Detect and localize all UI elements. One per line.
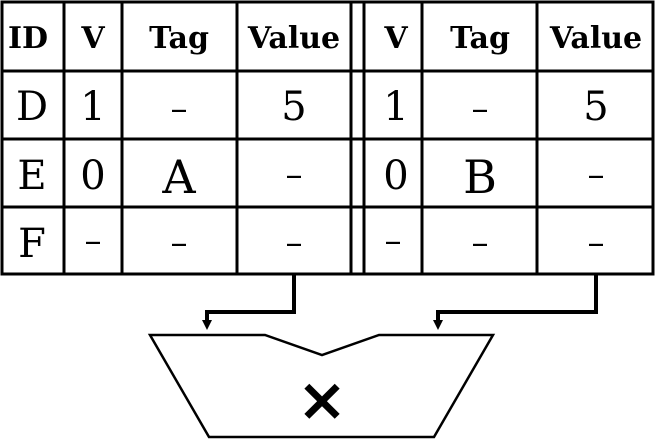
cell-value: – xyxy=(588,223,605,263)
cell-v: 1 xyxy=(383,84,408,130)
functional-unit: × xyxy=(147,333,496,439)
left-table-headers: ID V Tag Value xyxy=(8,21,340,56)
operand-arrows xyxy=(202,274,598,330)
cell-tag: – xyxy=(171,223,188,263)
cell-value: – xyxy=(286,223,303,263)
cell-v: – xyxy=(385,221,402,261)
cell-tag: – xyxy=(472,223,489,263)
header-value-right: Value xyxy=(549,21,642,56)
multiply-symbol: × xyxy=(297,365,347,435)
cell-v: 0 xyxy=(383,153,408,199)
left-operand-arrow xyxy=(202,274,296,330)
cell-tag: – xyxy=(171,89,188,129)
cell-value: – xyxy=(588,155,605,195)
header-tag-right: Tag xyxy=(450,21,510,56)
cell-id: D xyxy=(16,84,48,130)
cell-value: 5 xyxy=(583,84,608,130)
right-table-headers: V Tag Value xyxy=(383,21,642,56)
cell-tag: – xyxy=(472,89,489,129)
cell-value: – xyxy=(286,155,303,195)
header-v-right: V xyxy=(383,21,408,56)
cell-v: 1 xyxy=(80,84,105,130)
cell-id: F xyxy=(18,221,46,267)
cell-v: – xyxy=(85,221,102,261)
header-id: ID xyxy=(8,21,48,56)
left-table-rows: D 1 – 5 E 0 A – F – – – xyxy=(16,84,307,267)
right-operand-arrow xyxy=(433,274,598,330)
cell-tag: B xyxy=(463,150,497,204)
header-v-left: V xyxy=(80,21,105,56)
cell-value: 5 xyxy=(281,84,306,130)
cell-v: 0 xyxy=(80,153,105,199)
alu-shape xyxy=(147,333,496,439)
header-tag-left: Tag xyxy=(149,21,209,56)
cell-id: E xyxy=(17,153,46,199)
cell-tag: A xyxy=(161,150,196,204)
header-value-left: Value xyxy=(247,21,340,56)
register-table xyxy=(0,0,655,276)
right-table-rows: 1 – 5 0 B – – – – xyxy=(383,84,608,263)
